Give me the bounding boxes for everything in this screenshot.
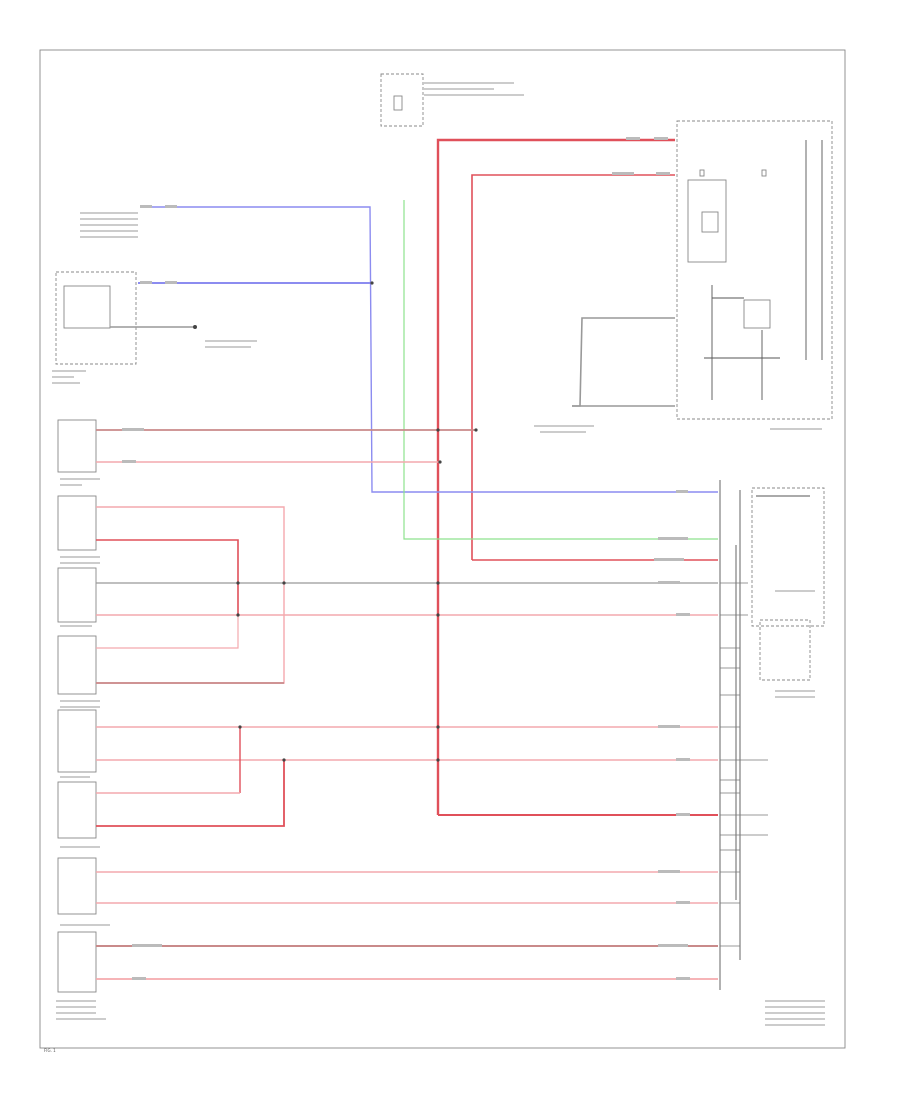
splice-dots (193, 281, 478, 762)
wire-grey-relay (572, 317, 675, 407)
switch-7 (57, 857, 97, 915)
switch-8 (57, 931, 97, 993)
switch-top-left (55, 271, 137, 365)
wire-sw6-b (96, 760, 285, 827)
wire-green (403, 200, 718, 540)
wire-tags (122, 137, 690, 980)
fuse-box-top (380, 73, 424, 127)
wire-sw4-a (96, 615, 239, 649)
switch-stack-left (57, 419, 97, 993)
switch-4 (57, 635, 97, 695)
wire-sw2-red (96, 539, 239, 615)
relay-assembly (676, 120, 833, 420)
wire-red-second (471, 174, 675, 560)
switch-3 (57, 567, 97, 623)
caption-marks (52, 82, 825, 1026)
switch-1 (57, 419, 97, 473)
wire-red-main (436, 138, 675, 815)
switch-2 (57, 495, 97, 551)
switch-6 (57, 781, 97, 839)
diagram-border (39, 49, 846, 1049)
page-label: FIG. 1 (44, 1048, 56, 1053)
switch-5 (57, 709, 97, 773)
connector-stubs (720, 582, 768, 947)
wire-blue-1 (140, 206, 718, 493)
wire-sw2-loop (96, 506, 285, 684)
connector-right-lower (719, 480, 825, 990)
